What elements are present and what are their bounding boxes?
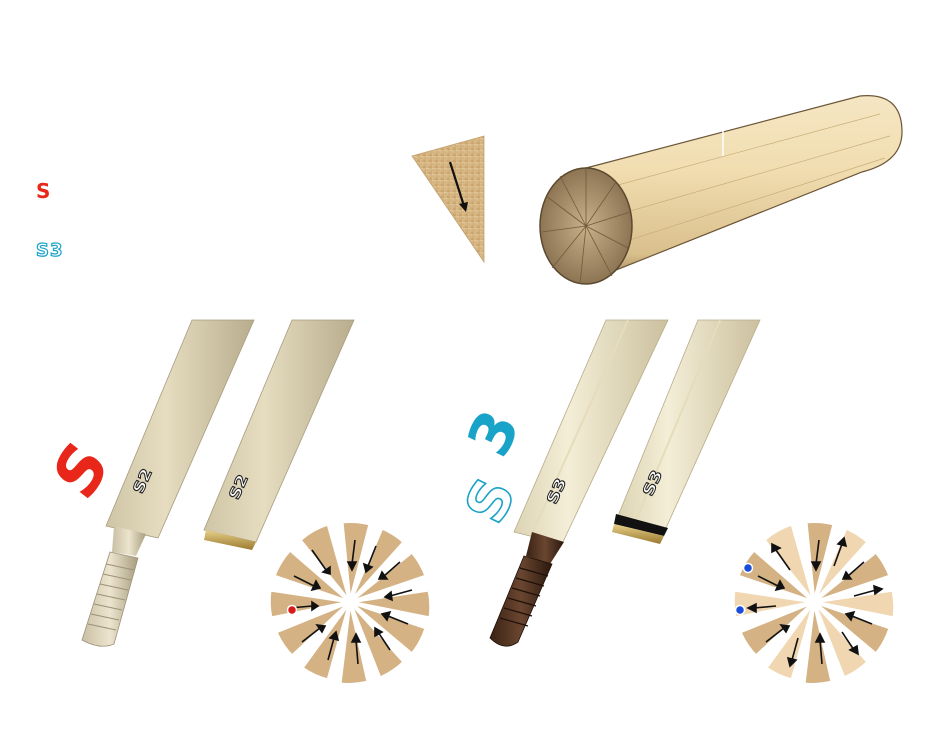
s2-small-logo-text: S — [36, 179, 51, 203]
maple-log-icon — [539, 92, 906, 288]
s2-small-logo: S — [36, 180, 60, 202]
wood-wedge-icon — [408, 132, 490, 264]
s3-small-logo-text: S3 — [35, 239, 64, 261]
red-marker-icon — [286, 604, 298, 616]
s3-shaft-pair: S3 S3 — [488, 319, 768, 652]
s3-small-logo: S3 — [35, 239, 86, 264]
s2-radial-diagram — [267, 518, 433, 686]
s2-shaft-pair: S2 S2 — [70, 319, 360, 650]
blue-marker-icon — [742, 562, 754, 574]
blue-marker-icon — [734, 604, 746, 616]
s3-radial-diagram — [731, 518, 897, 686]
